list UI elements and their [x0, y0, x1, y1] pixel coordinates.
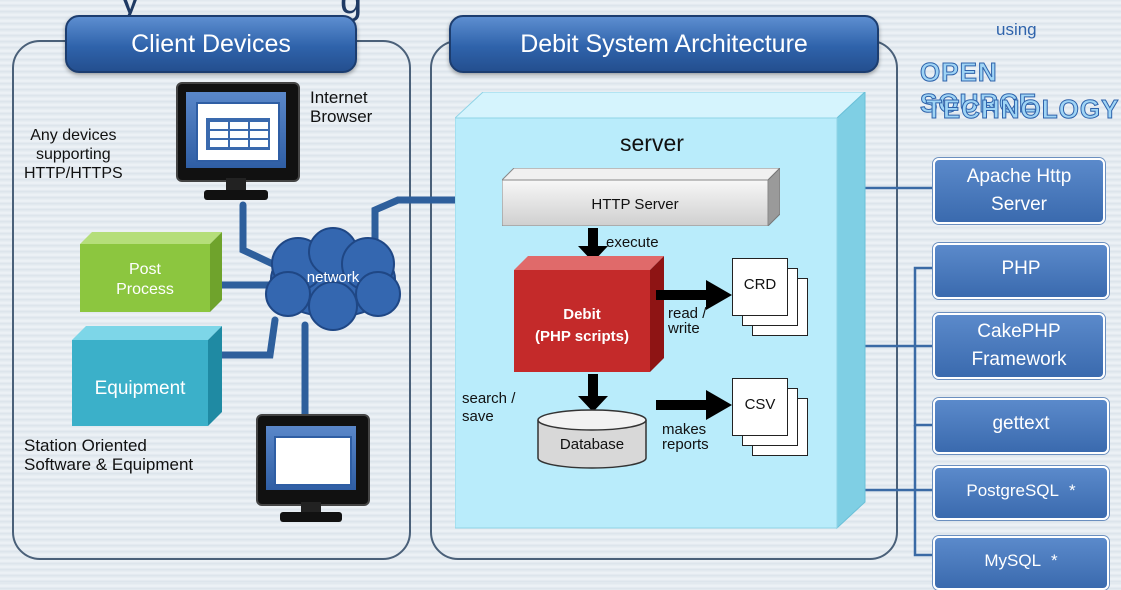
browser-monitor-icon: [176, 82, 300, 212]
tech-gettext-label: gettext: [992, 413, 1050, 434]
browser-label: Internet Browser: [310, 88, 373, 126]
tech-apache-label: Apache Http Server: [966, 166, 1072, 215]
network-cloud: network: [258, 224, 408, 334]
tech-postgresql-label: PostgreSQL: [966, 481, 1059, 500]
makes-reports-label: makes reports: [662, 421, 709, 453]
tech-php-label: PHP: [1001, 258, 1041, 279]
http-server-label: HTTP Server: [591, 196, 679, 213]
execute-label: execute: [606, 234, 659, 251]
devices-label: Any devices supporting HTTP/HTTPS: [24, 127, 123, 182]
tech-gettext: gettext: [933, 398, 1109, 454]
csv-documents: CSV: [732, 378, 832, 468]
post-process-box: Post Process: [80, 232, 222, 312]
crd-label: CRD: [743, 276, 777, 293]
csv-label: CSV: [744, 396, 776, 413]
http-server-bar: HTTP Server: [502, 168, 780, 226]
station-label: Station Oriented Software & Equipment: [24, 436, 194, 474]
using-label: using: [996, 20, 1037, 39]
post-process-label: Post Process: [116, 261, 174, 298]
equipment-box: Equipment: [72, 326, 222, 426]
equipment-label: Equipment: [94, 378, 186, 399]
debit-box: Debit (PHP scripts): [514, 256, 664, 372]
search-save-label: search / save: [462, 390, 516, 425]
read-write-label: read / write: [668, 305, 707, 337]
client-devices-header: Client Devices: [65, 15, 357, 73]
server-title: server: [620, 130, 684, 156]
search-save-arrow: [578, 374, 608, 412]
tech-cakephp-label: CakePHP Framework: [971, 321, 1067, 370]
tech-mysql-label: MySQL: [984, 551, 1042, 570]
tech-mysql: MySQL *: [933, 536, 1109, 590]
open-source-title: OPEN SOURCE: [920, 57, 1038, 119]
makes-reports-arrow: [656, 390, 732, 420]
crd-documents: CRD: [732, 258, 832, 348]
tech-apache-http-server: Apache Http Server: [933, 158, 1105, 224]
asterisk-icon: *: [1068, 481, 1076, 500]
execute-arrow: [578, 228, 608, 262]
technology-title: TECHNOLOGY: [925, 94, 1120, 125]
tech-cakephp-framework: CakePHP Framework: [933, 313, 1105, 379]
debit-system-header: Debit System Architecture: [449, 15, 879, 73]
network-label: network: [306, 269, 360, 286]
database-label: Database: [559, 436, 625, 453]
database-cylinder: Database: [536, 408, 648, 470]
tech-postgresql: PostgreSQL *: [933, 466, 1109, 520]
tech-php: PHP: [933, 243, 1109, 299]
read-write-arrow: [656, 280, 732, 310]
asterisk-icon: *: [1051, 551, 1058, 570]
debit-title: Debit: [563, 306, 601, 323]
debit-subtitle: (PHP scripts): [535, 328, 629, 345]
station-monitor-icon: [256, 414, 370, 534]
